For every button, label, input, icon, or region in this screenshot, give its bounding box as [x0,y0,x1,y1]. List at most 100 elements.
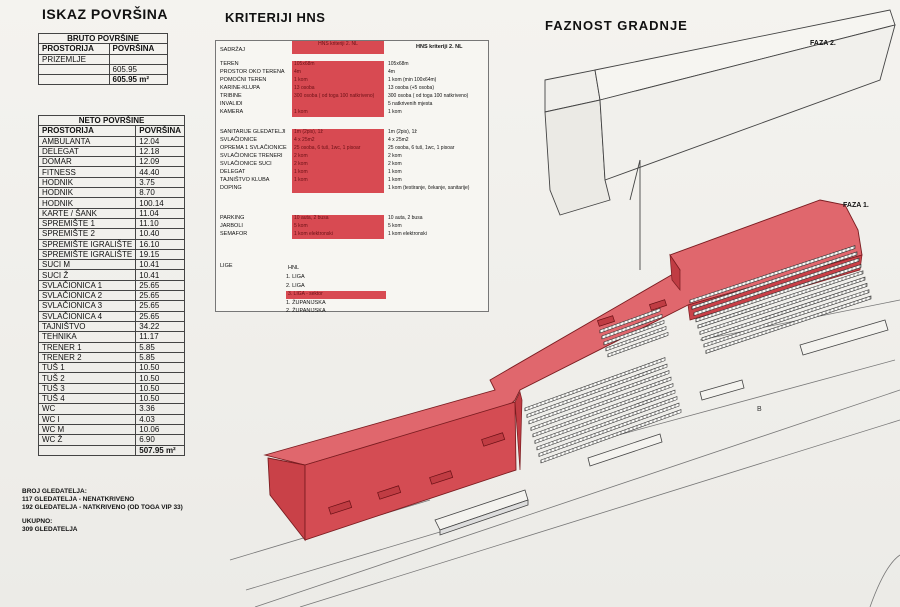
krit-red-cell: 1m (2pis), 1ž [292,129,384,137]
krit-label: DOPING [220,185,242,191]
faznost-gradnje-title: FAZNOST GRADNJE [545,18,688,33]
seat-ticks [601,315,659,339]
notes-ukupno: UKUPNO: [22,518,53,525]
notes-broj: BROJ GLEDATELJA: [22,488,87,495]
krit-value: 5 natkrivenih mjesta [388,101,433,107]
krit-value: 1 kom (min 100x64m) [388,77,437,83]
seat-ticks [705,296,871,354]
auxiliary-blocks [434,319,889,536]
krit-col-sadrzaj: SADRŽAJ [220,47,246,53]
krit-value: 5 kom [388,223,402,229]
seat-ticks [607,333,665,357]
krit-label: TRIBINE [220,93,242,99]
krit-red-cell: 300 osoba ( od toga 100 natkriveno) [292,93,384,101]
iskaz-povrsina-title: ISKAZ POVRŠINA [42,6,169,22]
krit-value: 2 kom [388,161,402,167]
seat-row [532,383,674,438]
krit-label: KARINE-KLUPA [220,85,260,91]
krit-liga-item: 1. ŽUPANIJSKA [286,299,326,306]
krit-label: OPREMA 1 SVLAČIONICE [220,145,287,151]
phase1-building [263,199,863,542]
krit-lige-label: LIGE [220,263,233,269]
krit-red-cell: 1 kom elektronski [292,231,384,239]
krit-red-cell: 13 osoba [292,85,384,93]
krit-value: 1 kom elektronski [388,231,427,237]
krit-red-cell: 10 auta, 2 busa [292,215,384,223]
faza2-label: FAZA 2. [810,40,836,47]
marker-label: B [757,406,762,413]
krit-col-red-header: HNS kriteriji 2. NL [292,41,384,54]
faza1-label: FAZA 1. [843,202,869,209]
krit-label: PROSTOR OKO TERENA [220,69,285,75]
krit-liga-item: 3. LIGA - sektor [286,291,386,299]
seat-ticks [699,277,865,335]
seat-ticks [701,283,867,341]
krit-label: SVLAČIONICE TRENERI [220,153,283,159]
notes-line1: 117 GLEDATELJA - NENATKRIVENO [22,496,135,503]
krit-value: 1m (2pis), 1ž [388,129,417,135]
kriteriji-hns-title: KRITERIJI HNS [225,10,326,25]
krit-red-cell: 1 kom [292,169,384,177]
krit-label: SVLAČIONICE SUCI [220,161,272,167]
krit-value: 25 osoba, 6 tuš, 1wc, 1 pisoar [388,145,455,151]
kriteriji-hns-panel: SADRŽAJ HNS kriteriji 2. NL HNS kriterij… [215,40,489,314]
krit-value: 13 osoba (+5 osoba) [388,85,435,91]
bruto-povrsine-table: BRUTO POVRŠINE PROSTORIJA POVRŠINA PRIZE… [38,32,169,86]
seat-ticks [693,258,859,316]
krit-label: INVALIDI [220,101,243,107]
krit-liga-item: 2. LIGA [286,282,305,289]
krit-red-cell: 4 x 25m2 [292,137,384,145]
krit-red-cell: 2 kom [292,153,384,161]
krit-value: 1 kom (testiranje, čekanje, sanitarije) [388,185,470,191]
krit-red-cell: 1 kom [292,77,384,85]
neto-total: 507.95 m² [135,444,186,456]
neto-blank-cell [37,444,137,456]
seat-ticks [536,398,674,450]
krit-label: PARKING [220,215,245,221]
seat-ticks [691,252,857,310]
krit-red-cell: 25 osoba, 6 tuš, 1wc, 1 pisoar [292,145,384,153]
krit-red-cell: 5 kom [292,223,384,231]
seat-ticks [599,309,657,333]
krit-value: 1 kom [388,177,402,183]
krit-value: 10 auta, 2 busa [388,215,423,221]
seat-ticks [526,365,664,418]
krit-col-hns-header: HNS kriteriji 2. NL [416,44,463,50]
krit-red-cell: 2 kom [292,161,384,169]
krit-value: 1 kom [388,169,402,175]
neto-povrsine-table: NETO POVRŠINE PROSTORIJA POVRŠINA AMBULA… [37,114,186,456]
krit-value: 1 kom [388,109,402,115]
krit-label: DELEGAT [220,169,246,175]
krit-lige-head: HNL [288,265,300,271]
krit-label: SANITARIJE GLEDATELJI [220,129,286,135]
krit-value: 2 kom [388,153,402,159]
seat-ticks [528,372,666,424]
seat-ticks [540,411,678,463]
krit-liga-item: 2. ŽUPANIJSKA [286,308,326,314]
krit-red-cell [292,185,384,193]
krit-label: TEREN [220,61,239,67]
seat-ticks [538,404,676,457]
krit-label: KAMERA [220,109,244,115]
krit-label: POMOĆNI TEREN [220,77,267,83]
spectator-notes: BROJ GLEDATELJA: 117 GLEDATELJA - NENATK… [22,488,183,534]
krit-red-cell: 1 kom [292,177,384,185]
krit-red-cell: 4m [292,69,384,77]
seat-ticks [695,264,861,322]
seat-ticks [534,391,672,444]
stands [524,245,872,464]
krit-liga-item: 1. LIGA [286,274,305,280]
krit-value: 4 x 25m2 [388,137,409,143]
seat-ticks [532,385,670,437]
krit-red-cell [292,101,384,109]
seat-ticks [689,245,855,303]
krit-value: 4m [388,69,395,75]
krit-label: SEMAFOR [220,231,248,237]
notes-total: 309 GLEDATELJA [22,526,78,533]
krit-label: JARBOLI [220,223,243,229]
krit-value: 300 osoba ( od toga 100 natkriveno) [388,93,469,99]
krit-value: 105x68m [388,61,409,67]
